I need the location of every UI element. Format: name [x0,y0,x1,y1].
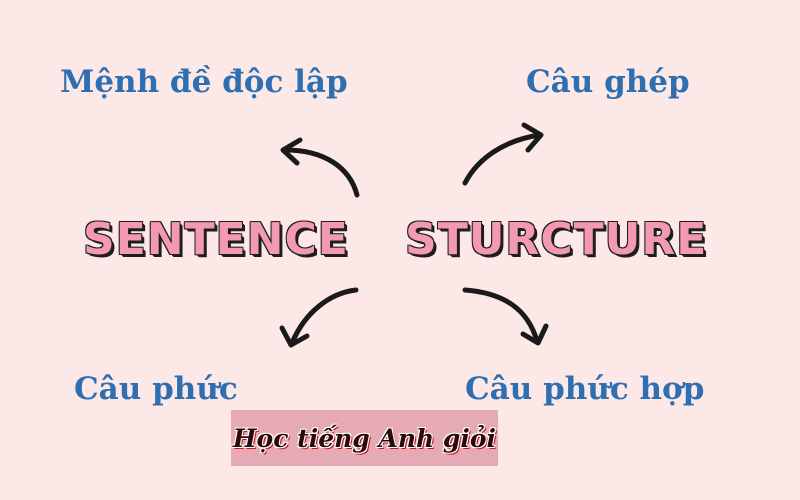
watermark-stamp: Học tiếng Anh giỏi [231,410,498,466]
label-compound-complex-sentence: Câu phức hợp [465,371,705,407]
arrow-up-right [462,122,544,186]
watermark-text: Học tiếng Anh giỏi [232,423,497,453]
label-complex-sentence: Câu phức [74,371,238,407]
title-sentence: SENTENCE [83,214,349,265]
title-structure: STURCTURE [405,214,708,265]
label-compound-sentence: Câu ghép [526,64,690,100]
label-independent-clause: Mệnh đề độc lập [60,64,348,100]
arrow-down-left [279,287,359,348]
arrow-up-left [280,137,360,198]
arrow-down-right [462,287,549,346]
